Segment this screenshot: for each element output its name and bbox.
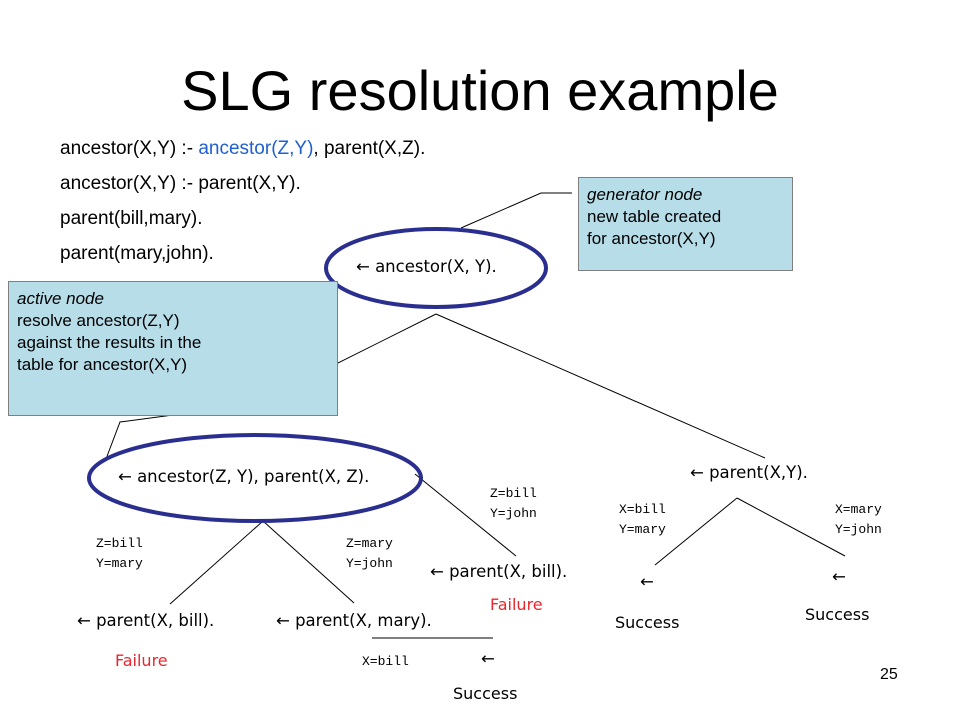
failure-lr: Failure <box>490 595 543 614</box>
active-line-3: table for ancestor(X,Y) <box>17 355 188 374</box>
node-lr: ← parent(X, bill). <box>430 562 568 581</box>
edge-right-rr <box>736 497 846 557</box>
binding-lr-z: Z=bill <box>490 486 537 501</box>
active-callout: active node resolve ancestor(Z,Y) agains… <box>8 281 338 416</box>
edge-root-right <box>435 313 766 459</box>
clause-tail: , parent(X,Z). <box>313 138 426 159</box>
root-node: ← ancestor(X, Y). <box>356 257 497 276</box>
binding-rr-y: Y=john <box>835 522 882 537</box>
program-line-4: parent(mary,john). <box>60 243 214 264</box>
success-rl: Success <box>615 613 680 632</box>
page-number: 25 <box>880 666 898 683</box>
generator-callout: generator node new table created for anc… <box>578 177 793 271</box>
edge-right-rl <box>654 497 738 566</box>
root-ellipse <box>324 227 548 309</box>
generator-line-1: new table created <box>587 207 722 226</box>
program-line-2: ancestor(X,Y) :- parent(X,Y). <box>60 173 301 194</box>
binding-lr-y: Y=john <box>490 506 537 521</box>
binding-rl-y: Y=mary <box>619 522 666 537</box>
edge-left-lm <box>262 520 355 604</box>
node-lm-child: ← <box>481 649 495 668</box>
highlighted-goal: ancestor(Z,Y) <box>198 138 314 159</box>
node-lm: ← parent(X, mary). <box>276 611 432 630</box>
active-leader <box>105 414 174 460</box>
binding-lm-child: X=bill <box>362 654 409 669</box>
edge-left-lr <box>414 473 517 557</box>
binding-lm-y: Y=john <box>346 556 393 571</box>
program-line-3: parent(bill,mary). <box>60 208 203 229</box>
program-line-1: ancestor(X,Y) :- ancestor(Z,Y), parent(X… <box>60 137 425 161</box>
edge-left-ll <box>169 520 264 605</box>
binding-lm-z: Z=mary <box>346 536 393 551</box>
binding-ll-z: Z=bill <box>96 536 143 551</box>
binding-ll-y: Y=mary <box>96 556 143 571</box>
failure-ll: Failure <box>115 651 168 670</box>
binding-rl-x: X=bill <box>619 502 666 517</box>
left-ellipse <box>87 433 423 523</box>
right-node: ← parent(X,Y). <box>690 463 808 482</box>
success-rr: Success <box>805 605 870 624</box>
node-rr: ← <box>832 567 846 586</box>
node-ll: ← parent(X, bill). <box>77 611 215 630</box>
active-line-1: resolve ancestor(Z,Y) <box>17 311 180 330</box>
success-lm-child: Success <box>453 684 518 703</box>
left-node: ← ancestor(Z, Y), parent(X, Z). <box>118 467 370 486</box>
page-title: SLG resolution example <box>181 59 779 122</box>
generator-leader <box>460 192 572 229</box>
active-line-2: against the results in the <box>17 333 202 352</box>
clause-head: ancestor(X,Y) :- <box>60 138 199 159</box>
active-heading: active node <box>17 289 104 308</box>
binding-rr-x: X=mary <box>835 502 882 517</box>
node-rl: ← <box>640 572 654 591</box>
generator-heading: generator node <box>587 185 703 204</box>
generator-line-2: for ancestor(X,Y) <box>587 229 716 248</box>
